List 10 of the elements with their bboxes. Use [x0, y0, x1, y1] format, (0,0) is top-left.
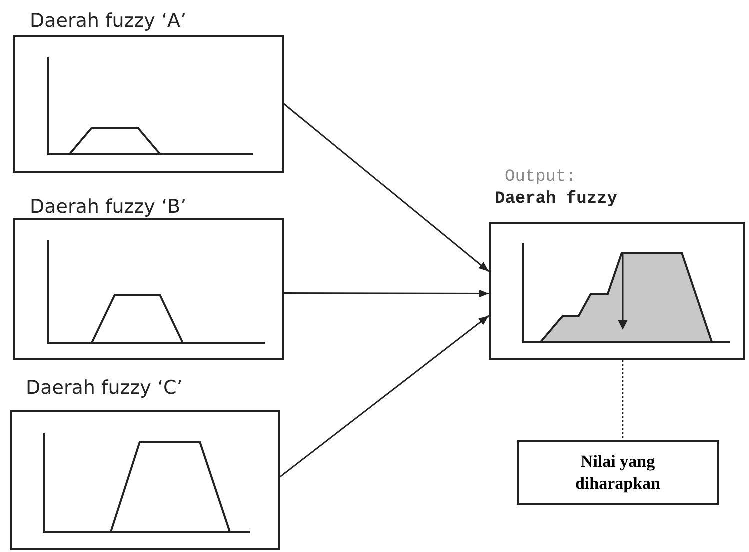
panel-heading: Daerah fuzzy [495, 190, 618, 209]
arrow [280, 315, 490, 478]
result-box: Nilai yang diharapkan [517, 440, 719, 505]
output-label: Output: [505, 168, 576, 187]
panel-heading: Daerah fuzzy ‘A’ [30, 10, 187, 32]
arrow [284, 290, 489, 298]
arrow [284, 103, 490, 272]
panel-heading: Daerah fuzzy ‘C’ [26, 377, 183, 399]
dotted-line [622, 360, 624, 440]
panel-heading: Daerah fuzzy ‘B’ [30, 196, 187, 218]
